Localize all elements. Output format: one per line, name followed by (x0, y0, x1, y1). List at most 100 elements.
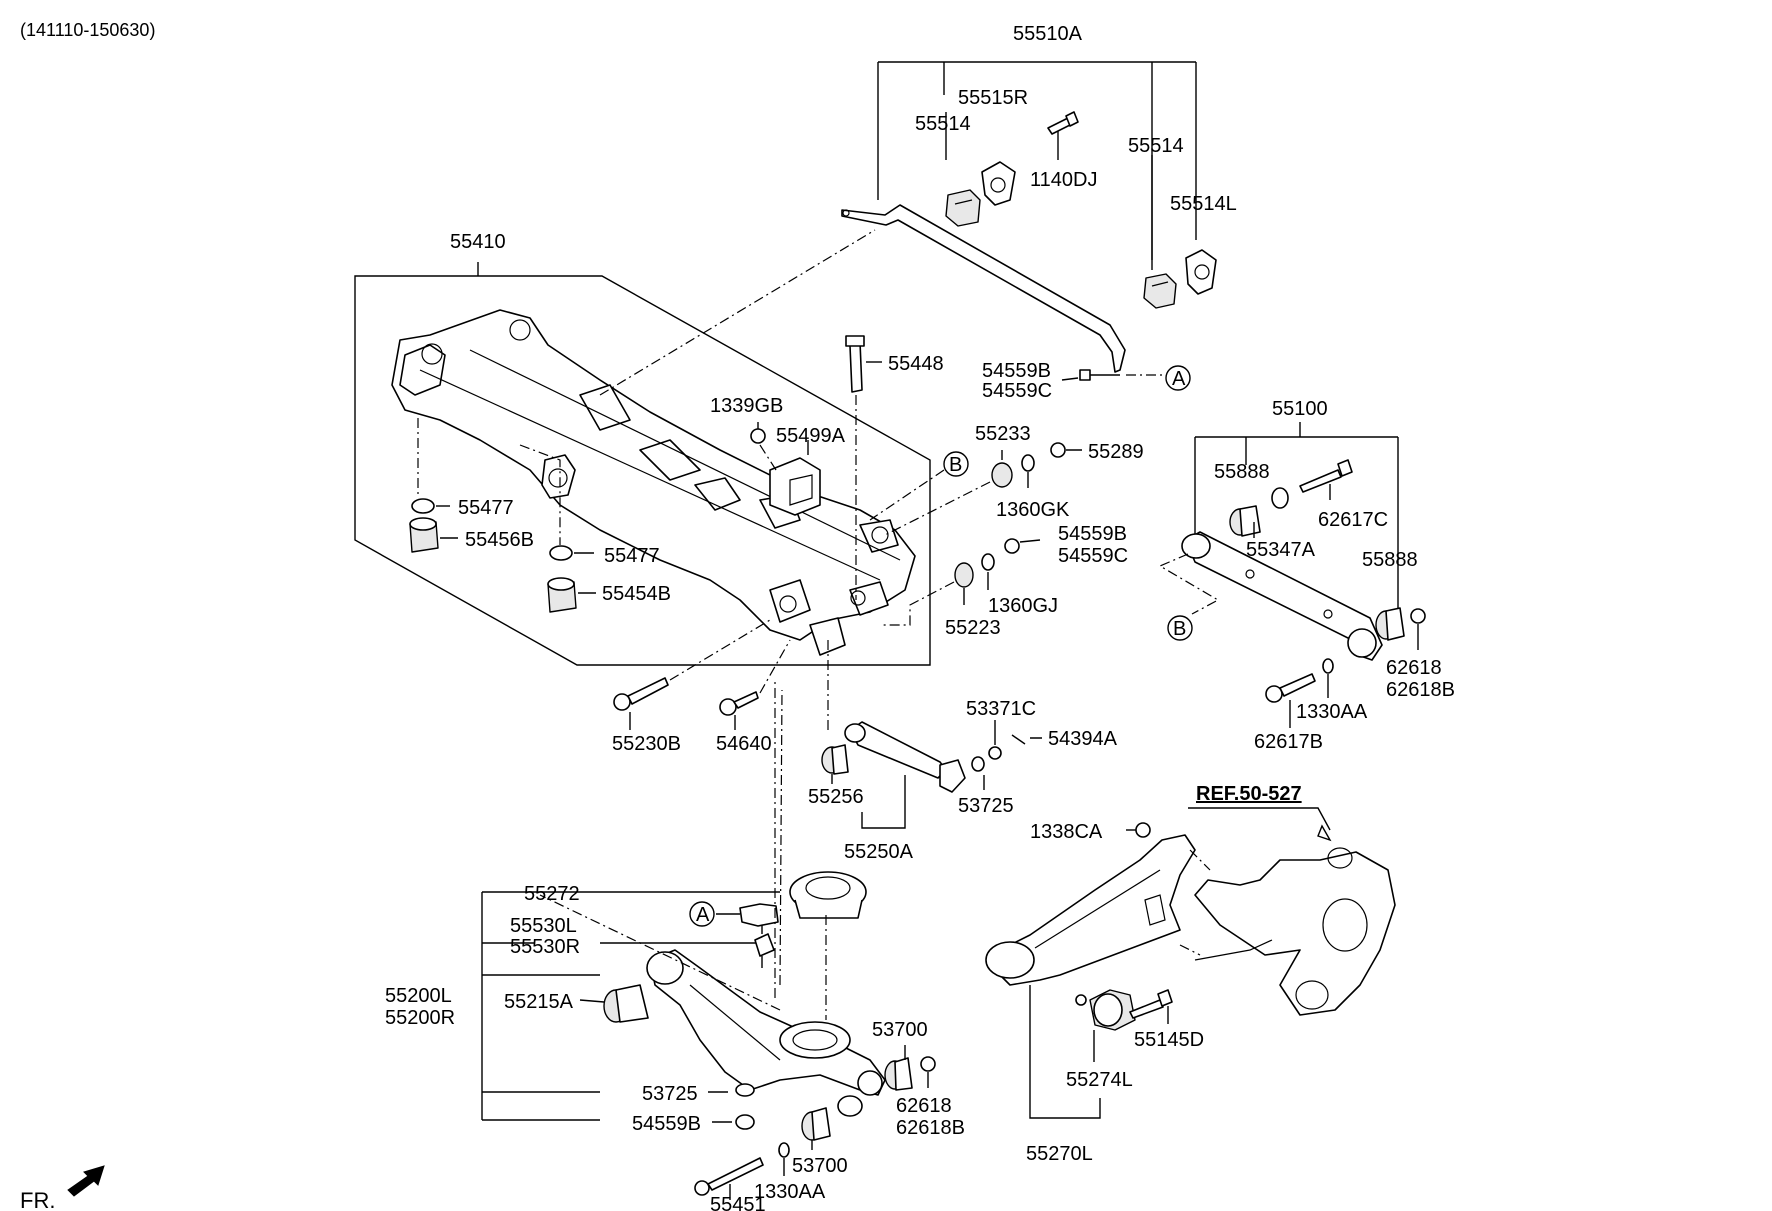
nut-1339GB[interactable] (750, 428, 766, 444)
bolt-55145D[interactable] (1129, 989, 1173, 1019)
nut-53371C[interactable] (988, 746, 1002, 760)
lower-control-arm[interactable] (646, 949, 886, 1117)
part-53700-top: 53700 (872, 1019, 928, 1041)
part-55510A: 55510A (1013, 23, 1083, 45)
nut-62618-b[interactable] (920, 1056, 936, 1072)
callout-a-bottom[interactable]: A (689, 901, 715, 927)
part-1330AA-b: 1330AA (754, 1181, 826, 1203)
part-55200L: 55200L (385, 985, 452, 1007)
part-62617C: 62617C (1318, 509, 1388, 531)
washer-55477-b[interactable] (549, 545, 573, 561)
part-55514L: 55514L (1170, 193, 1237, 215)
part-62618-r: 62618 (1386, 657, 1442, 679)
part-55530R: 55530R (510, 936, 580, 958)
rear-knuckle[interactable] (1194, 847, 1396, 1016)
bushing-53700-top[interactable] (884, 1057, 913, 1091)
part-55499A: 55499A (776, 425, 846, 447)
part-53371C: 53371C (966, 698, 1036, 720)
part-62618B-r: 62618B (1386, 679, 1455, 701)
callout-b-subframe[interactable]: B (943, 451, 969, 477)
bolt-55230B[interactable] (613, 677, 669, 711)
subframe-crossmember[interactable] (391, 309, 916, 641)
part-1360GJ: 1360GJ (988, 595, 1058, 617)
bushing-55256[interactable] (821, 744, 849, 775)
bushing-55888-b[interactable] (1375, 607, 1405, 641)
washer-55477-a[interactable] (411, 498, 435, 514)
part-55888-a: 55888 (1214, 461, 1270, 483)
bolt-62617B[interactable] (1265, 673, 1316, 703)
bushing-55347A[interactable] (1229, 505, 1261, 537)
part-54640: 54640 (716, 733, 772, 755)
part-55451: 55451 (710, 1194, 766, 1211)
bushing-53700-bot[interactable] (801, 1107, 831, 1141)
washer-1330AA-b[interactable] (778, 1142, 790, 1158)
part-1338CA: 1338CA (1030, 821, 1103, 843)
nut-54559B-mid[interactable] (1004, 538, 1020, 554)
part-55250A: 55250A (844, 841, 914, 863)
ref-label: REF.50-527 (1196, 783, 1302, 805)
trailing-arm-55100[interactable] (1181, 531, 1383, 661)
bushing-55274L[interactable] (1075, 989, 1136, 1031)
nut-62618-r[interactable] (1410, 608, 1426, 624)
bushing-55454B[interactable] (547, 577, 577, 613)
bushing-55456B[interactable] (409, 517, 439, 553)
callout-b-arm[interactable]: B (1167, 615, 1193, 641)
washer-1330AA-r[interactable] (1322, 658, 1334, 674)
part-55454B: 55454B (602, 583, 671, 605)
part-55514-left: 55514 (915, 113, 971, 135)
part-55410: 55410 (450, 231, 506, 253)
bolt-54640[interactable] (719, 691, 759, 716)
nut-55289[interactable] (1050, 442, 1066, 458)
part-55456B: 55456B (465, 529, 534, 551)
part-54559B-mid: 54559B (1058, 523, 1127, 545)
nut-54559B-bot[interactable] (735, 1114, 755, 1130)
washer-1360GJ[interactable] (981, 553, 995, 571)
part-55230B: 55230B (612, 733, 681, 755)
part-55270L: 55270L (1026, 1143, 1093, 1165)
washer-62617C[interactable] (1271, 487, 1289, 509)
part-54394A: 54394A (1048, 728, 1118, 750)
trailing-arm-55270L[interactable] (985, 834, 1196, 986)
spring-seat-55272[interactable] (789, 871, 867, 919)
part-62617B: 62617B (1254, 731, 1323, 753)
stabilizer-bushing-left[interactable] (945, 189, 981, 227)
washer-53725-bot[interactable] (735, 1083, 755, 1097)
part-53725-bot: 53725 (642, 1083, 698, 1105)
callout-b-subframe-letter: B (949, 454, 962, 476)
stabilizer-link-55530[interactable] (739, 903, 779, 968)
washer-55233[interactable] (991, 462, 1013, 488)
part-55515R: 55515R (958, 87, 1028, 109)
stabilizer-bushing-right[interactable] (1143, 273, 1177, 309)
part-1339GB: 1339GB (710, 395, 783, 417)
bolt-55448[interactable] (845, 335, 865, 393)
lateral-arm-55250A[interactable] (844, 721, 966, 793)
callout-a-top-letter: A (1172, 368, 1186, 390)
part-54559B-top: 54559B (982, 360, 1051, 382)
nut-1338CA[interactable] (1135, 822, 1151, 838)
part-55272: 55272 (524, 883, 580, 905)
part-1330AA-r: 1330AA (1296, 701, 1368, 723)
part-55347A: 55347A (1246, 539, 1316, 561)
washer-1360GK[interactable] (1021, 454, 1035, 472)
callout-a-top[interactable]: A (1165, 365, 1191, 391)
part-54559C-mid: 54559C (1058, 545, 1128, 567)
part-62618-b: 62618 (896, 1095, 952, 1117)
bracket-55499A[interactable] (769, 457, 821, 516)
stabilizer-clamp-right[interactable] (1185, 249, 1217, 295)
part-55477-b: 55477 (604, 545, 660, 567)
stabilizer-clamp-left[interactable] (981, 161, 1016, 206)
bolt-1140DJ[interactable] (1047, 111, 1079, 135)
bolt-62617C[interactable] (1299, 459, 1353, 493)
stabilizer-bar-group (841, 61, 1217, 373)
washer-53725-top[interactable] (971, 756, 985, 772)
bolt-55451[interactable] (694, 1157, 764, 1196)
stabilizer-link-nut[interactable] (1079, 369, 1164, 381)
part-55200R: 55200R (385, 1007, 455, 1029)
pin-54394A[interactable] (1011, 734, 1026, 745)
washer-55223[interactable] (954, 562, 974, 588)
stabilizer-bar[interactable] (841, 204, 1126, 373)
bushing-55215A[interactable] (603, 984, 649, 1023)
part-62618B-b: 62618B (896, 1117, 965, 1139)
callout-b-arm-letter: B (1173, 618, 1186, 640)
